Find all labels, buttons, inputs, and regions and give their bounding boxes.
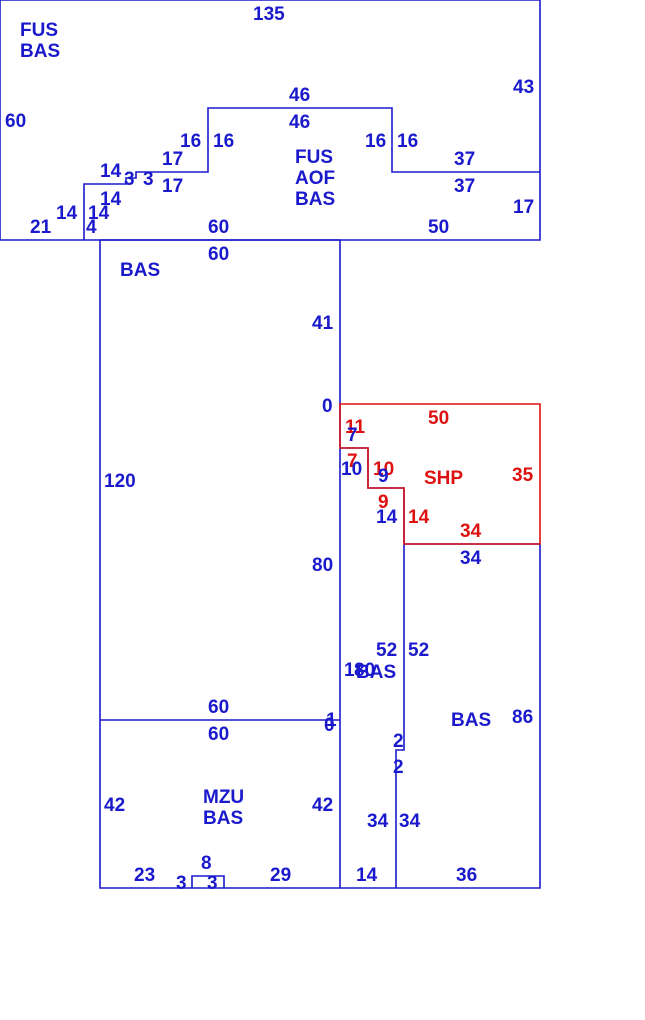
dimension-label: 50: [428, 217, 449, 238]
dimension-label: 8: [201, 853, 212, 874]
area-label-bas: BAS: [203, 808, 243, 829]
dimension-label: 16: [213, 131, 234, 152]
dimension-label: 35: [512, 465, 534, 486]
dimension-label: 16: [365, 131, 386, 152]
dimension-label: 14: [88, 203, 110, 224]
dimension-label: 50: [428, 408, 449, 429]
dimension-label: 34: [460, 521, 482, 542]
dimension-label: 14: [100, 189, 122, 210]
dimension-label: 46: [289, 85, 310, 106]
dimension-label: 4: [86, 217, 97, 238]
dimension-label: 11: [345, 417, 366, 438]
dimension-label: 52: [376, 640, 397, 661]
dimension-label: 14: [408, 507, 430, 528]
dimension-label: 23: [134, 865, 155, 886]
dimension-label: 36: [456, 865, 477, 886]
dimension-label: 3: [207, 873, 218, 894]
dimension-label: 60: [208, 217, 229, 238]
fus-top-outline: [0, 0, 541, 241]
area-label-mzu: MZU: [203, 787, 244, 808]
dimension-label: 52: [408, 640, 429, 661]
dimension-label: 60: [208, 724, 229, 745]
dimension-label: 46: [289, 112, 310, 133]
dimension-label: 14: [376, 507, 398, 528]
dimension-label: 43: [513, 77, 534, 98]
dimension-label: 10: [373, 459, 394, 480]
dimension-label: 14: [356, 865, 378, 886]
area-label-aof: AOF: [295, 168, 335, 189]
dimension-label: 1: [326, 710, 337, 731]
dimension-label: 120: [104, 471, 136, 492]
fus-aof-outline: [83, 107, 540, 240]
dimension-label: 34: [460, 548, 482, 569]
dimension-label: 80: [312, 555, 333, 576]
dimension-label: 0: [324, 715, 335, 736]
area-label-bas: BAS: [356, 662, 396, 683]
dimension-label: 16: [397, 131, 418, 152]
dimension-label: 29: [270, 865, 291, 886]
area-label-shp: SHP: [424, 468, 463, 489]
shp-outline: [339, 403, 541, 545]
dimension-label: 3: [143, 169, 154, 190]
dimension-label: 60: [208, 244, 229, 265]
area-label-fus: FUS: [20, 20, 58, 41]
dimension-label: 14: [56, 203, 78, 224]
dimension-label: 9: [378, 492, 389, 513]
dimension-label: 34: [399, 811, 421, 832]
dimension-label: 3: [124, 169, 135, 190]
dimension-label: 3: [176, 873, 187, 894]
dimension-label: 37: [454, 176, 475, 197]
dimension-label: 60: [5, 111, 26, 132]
dimension-label: 17: [162, 176, 183, 197]
dimension-label: 10: [341, 459, 362, 480]
dimension-label: 42: [104, 795, 125, 816]
dimension-label: 9: [378, 466, 389, 487]
area-label-bas: BAS: [295, 189, 335, 210]
area-label-fus: FUS: [295, 147, 333, 168]
dimension-label: 42: [312, 795, 333, 816]
dimension-label: 80: [354, 660, 375, 681]
dimension-label: 2: [393, 731, 404, 752]
dimension-label: 7: [347, 425, 358, 446]
dimension-label: 16: [180, 131, 201, 152]
dimension-label: 60: [208, 697, 229, 718]
dimension-label: 34: [367, 811, 389, 832]
dimension-label: 135: [253, 4, 285, 25]
dimension-label: 21: [30, 217, 52, 238]
dimension-label: 2: [393, 757, 404, 778]
dimension-label: 1: [344, 660, 355, 681]
bottom-notch: [191, 875, 225, 888]
dimension-label: 37: [454, 149, 475, 170]
dimension-label: 86: [512, 707, 533, 728]
dimension-label: 17: [162, 149, 183, 170]
dimension-label: 7: [347, 451, 358, 472]
area-label-bas: BAS: [451, 710, 491, 731]
bas-right-outline: [340, 543, 541, 889]
area-label-bas: BAS: [20, 41, 60, 62]
dimension-label: 0: [322, 396, 333, 417]
dimension-label: 17: [513, 197, 534, 218]
dimension-label: 14: [100, 161, 122, 182]
dimension-label: 41: [312, 313, 334, 334]
area-label-bas: BAS: [120, 260, 160, 281]
